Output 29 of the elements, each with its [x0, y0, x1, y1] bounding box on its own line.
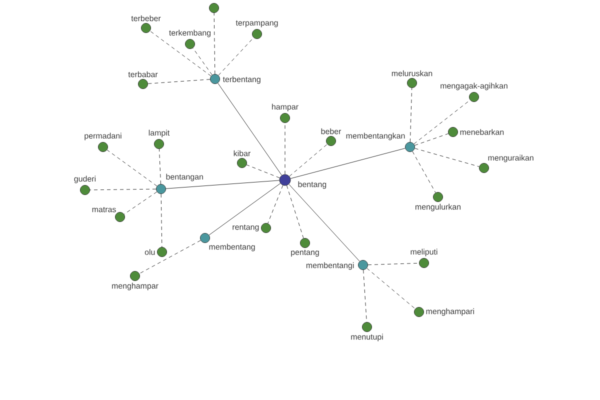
- link-line: [268, 185, 284, 224]
- link-line: [412, 151, 436, 193]
- link-line: [192, 48, 212, 76]
- link-line: [414, 148, 480, 167]
- link-line: [124, 192, 158, 214]
- link-line: [290, 148, 406, 179]
- link-line: [414, 100, 470, 144]
- link-line: [368, 262, 420, 266]
- link-line: [158, 148, 162, 184]
- link-line: [214, 12, 216, 74]
- link-line: [414, 133, 449, 146]
- link-line: [150, 30, 212, 76]
- link-line: [106, 150, 158, 186]
- link-line: [410, 88, 412, 142]
- link-line: [246, 164, 280, 178]
- link-line: [286, 185, 304, 238]
- link-line: [90, 188, 156, 190]
- node-dot: [209, 3, 219, 13]
- link-line: [284, 122, 286, 174]
- link-line: [160, 194, 162, 248]
- link-line: [218, 82, 282, 176]
- link-line: [148, 79, 210, 84]
- link-line: [208, 183, 281, 236]
- link-line: [166, 180, 280, 189]
- link-line: [139, 240, 201, 274]
- link-line: [218, 37, 254, 76]
- link-line: [366, 268, 416, 310]
- link-line: [289, 144, 328, 177]
- link-line: [288, 184, 360, 262]
